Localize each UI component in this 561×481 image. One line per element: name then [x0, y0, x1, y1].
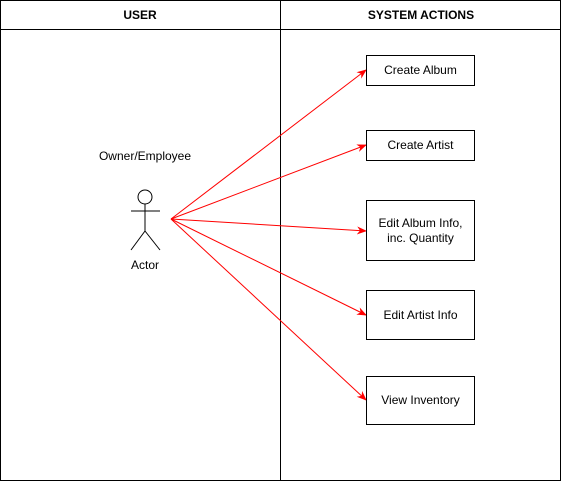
actor-icon[interactable] [130, 189, 161, 251]
association-arrows [170, 69, 367, 401]
arrow-to-edit-artist-info [170, 218, 367, 316]
lane-title-user: USER [123, 8, 157, 22]
lane-title-system-actions: SYSTEM ACTIONS [367, 8, 475, 22]
action-label: View Inventory [381, 393, 460, 407]
action-create-artist[interactable]: Create Artist [366, 130, 475, 161]
arrow-to-edit-album-info [170, 218, 367, 235]
arrow-to-create-artist [170, 144, 367, 220]
action-edit-album-info[interactable]: Edit Album Info, inc. Quantity [366, 200, 475, 261]
arrow-to-create-album [170, 69, 367, 220]
actor-role-label: Owner/Employee [98, 149, 192, 163]
action-label: Edit Artist Info [383, 307, 458, 322]
action-label: Create Album [384, 63, 457, 77]
arrow-to-view-inventory [170, 218, 367, 401]
actor-label: Actor [130, 258, 159, 272]
action-label: Create Artist [387, 138, 454, 152]
action-create-album[interactable]: Create Album [366, 55, 475, 86]
action-view-inventory[interactable]: View Inventory [366, 376, 475, 425]
action-label: Edit Album Info, inc. Quantity [378, 215, 463, 245]
action-edit-artist-info[interactable]: Edit Artist Info [366, 290, 475, 340]
